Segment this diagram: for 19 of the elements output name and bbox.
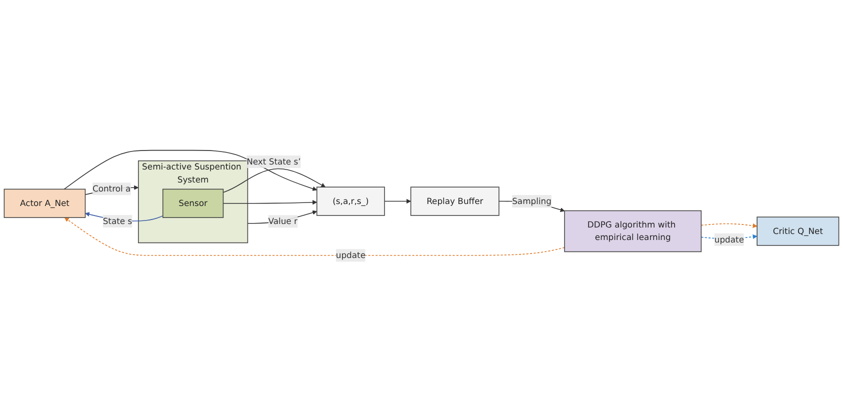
arrow [64, 150, 318, 191]
node-box: Actor A_Net [4, 188, 86, 218]
edge-label: Next State s’ [246, 156, 301, 166]
arrow [700, 223, 758, 228]
node-box: DDPG algorithm with empirical learning [564, 210, 702, 252]
edge-label: update [336, 250, 366, 260]
node-box: Critic Q_Net [756, 216, 840, 246]
node-box: (s,a,r,s_) [316, 186, 385, 216]
node-box: Sensor [162, 188, 224, 218]
node-box: Replay Buffer [410, 186, 500, 216]
edge-label: Value r [268, 216, 298, 226]
arrow [64, 217, 565, 256]
arrow [222, 200, 318, 205]
edge-label: Control a [92, 184, 131, 194]
arrow [384, 198, 412, 204]
arrow [222, 168, 326, 193]
edge-label: update [714, 234, 744, 244]
edge-label: Sampling [512, 196, 552, 206]
edge-label: State s [102, 216, 132, 226]
